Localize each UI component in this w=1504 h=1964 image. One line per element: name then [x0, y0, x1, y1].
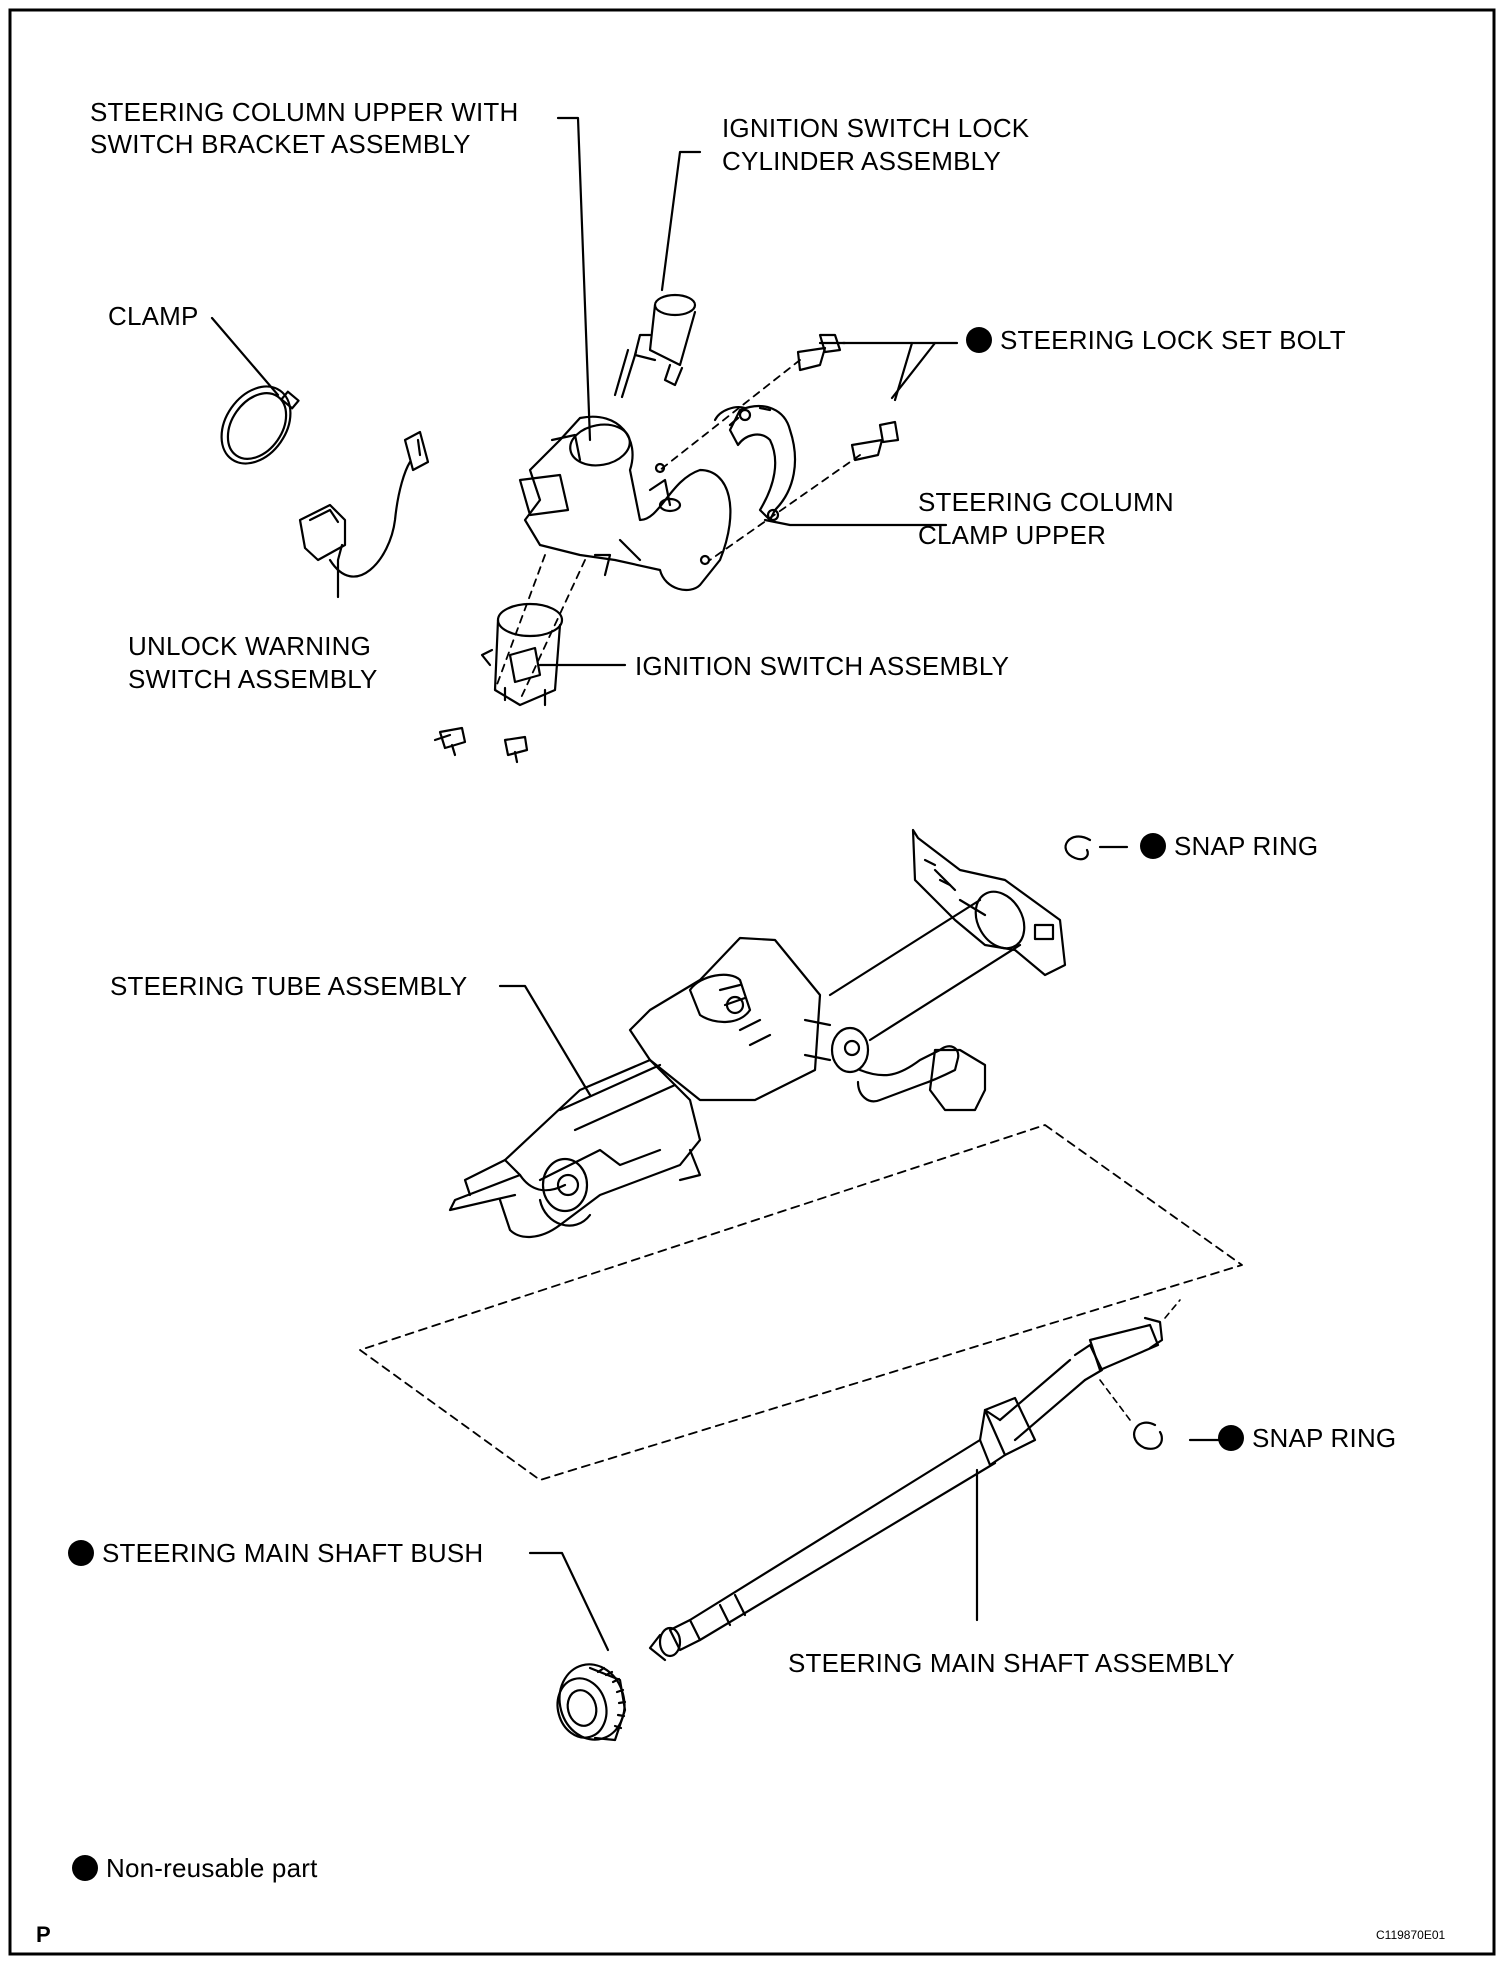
ignition-switch [433, 602, 564, 764]
non-reusable-icon [1218, 1425, 1244, 1451]
label-unlock-warning-line1: UNLOCK WARNING [128, 631, 372, 661]
label-clamp-upper-line2: CLAMP UPPER [918, 520, 1107, 550]
column-upper-bracket [518, 415, 732, 592]
page-border [8, 8, 1496, 1956]
non-reusable-icon [966, 327, 992, 353]
unlock-warning-switch [298, 430, 430, 578]
label-snap-ring-top: SNAP RING [1140, 830, 1318, 862]
label-lock-set-bolt: STEERING LOCK SET BOLT [966, 324, 1346, 356]
legend-text: Non-reusable part [106, 1853, 318, 1883]
steering-tube [448, 828, 1067, 1238]
legend: Non-reusable part [72, 1852, 318, 1884]
label-lock-cylinder-line1: IGNITION SWITCH LOCK [722, 113, 1030, 143]
lock-set-bolts [796, 333, 900, 462]
label-column-upper-line2: SWITCH BRACKET ASSEMBLY [90, 129, 471, 159]
main-shaft-bush [556, 1663, 627, 1742]
lock-cylinder [613, 293, 697, 399]
label-main-shaft-bush-text: STEERING MAIN SHAFT BUSH [102, 1538, 484, 1568]
label-lock-set-bolt-text: STEERING LOCK SET BOLT [1000, 325, 1346, 355]
label-main-shaft-bush: STEERING MAIN SHAFT BUSH [68, 1537, 483, 1569]
non-reusable-icon [1140, 833, 1166, 859]
snap-ring-top-part [1064, 835, 1092, 861]
label-column-upper-line1: STEERING COLUMN UPPER WITH [90, 97, 519, 127]
label-snap-ring-bottom: SNAP RING [1218, 1422, 1396, 1454]
label-unlock-warning-line2: SWITCH ASSEMBLY [128, 664, 378, 694]
non-reusable-icon [72, 1855, 98, 1881]
figure-code: C119870E01 [1376, 1928, 1446, 1942]
column-clamp-upper [713, 405, 797, 522]
clamp-ring [220, 385, 300, 465]
label-ignition-switch: IGNITION SWITCH ASSEMBLY [635, 651, 1010, 681]
label-snap-ring-top-text: SNAP RING [1174, 831, 1319, 861]
alignment-dashes-upper [494, 359, 861, 701]
label-lock-cylinder-line2: CYLINDER ASSEMBLY [722, 146, 1001, 176]
label-clamp: CLAMP [108, 301, 199, 331]
snap-ring-bottom-part [1133, 1421, 1163, 1450]
main-shaft [648, 1316, 1164, 1662]
corner-letter: P [36, 1922, 51, 1947]
non-reusable-icon [68, 1540, 94, 1566]
dashed-outline [359, 1124, 1243, 1481]
label-clamp-upper-line1: STEERING COLUMN [918, 487, 1174, 517]
label-main-shaft-assembly: STEERING MAIN SHAFT ASSEMBLY [788, 1648, 1235, 1678]
label-tube-assembly: STEERING TUBE ASSEMBLY [110, 971, 468, 1001]
label-snap-ring-bottom-text: SNAP RING [1252, 1423, 1397, 1453]
